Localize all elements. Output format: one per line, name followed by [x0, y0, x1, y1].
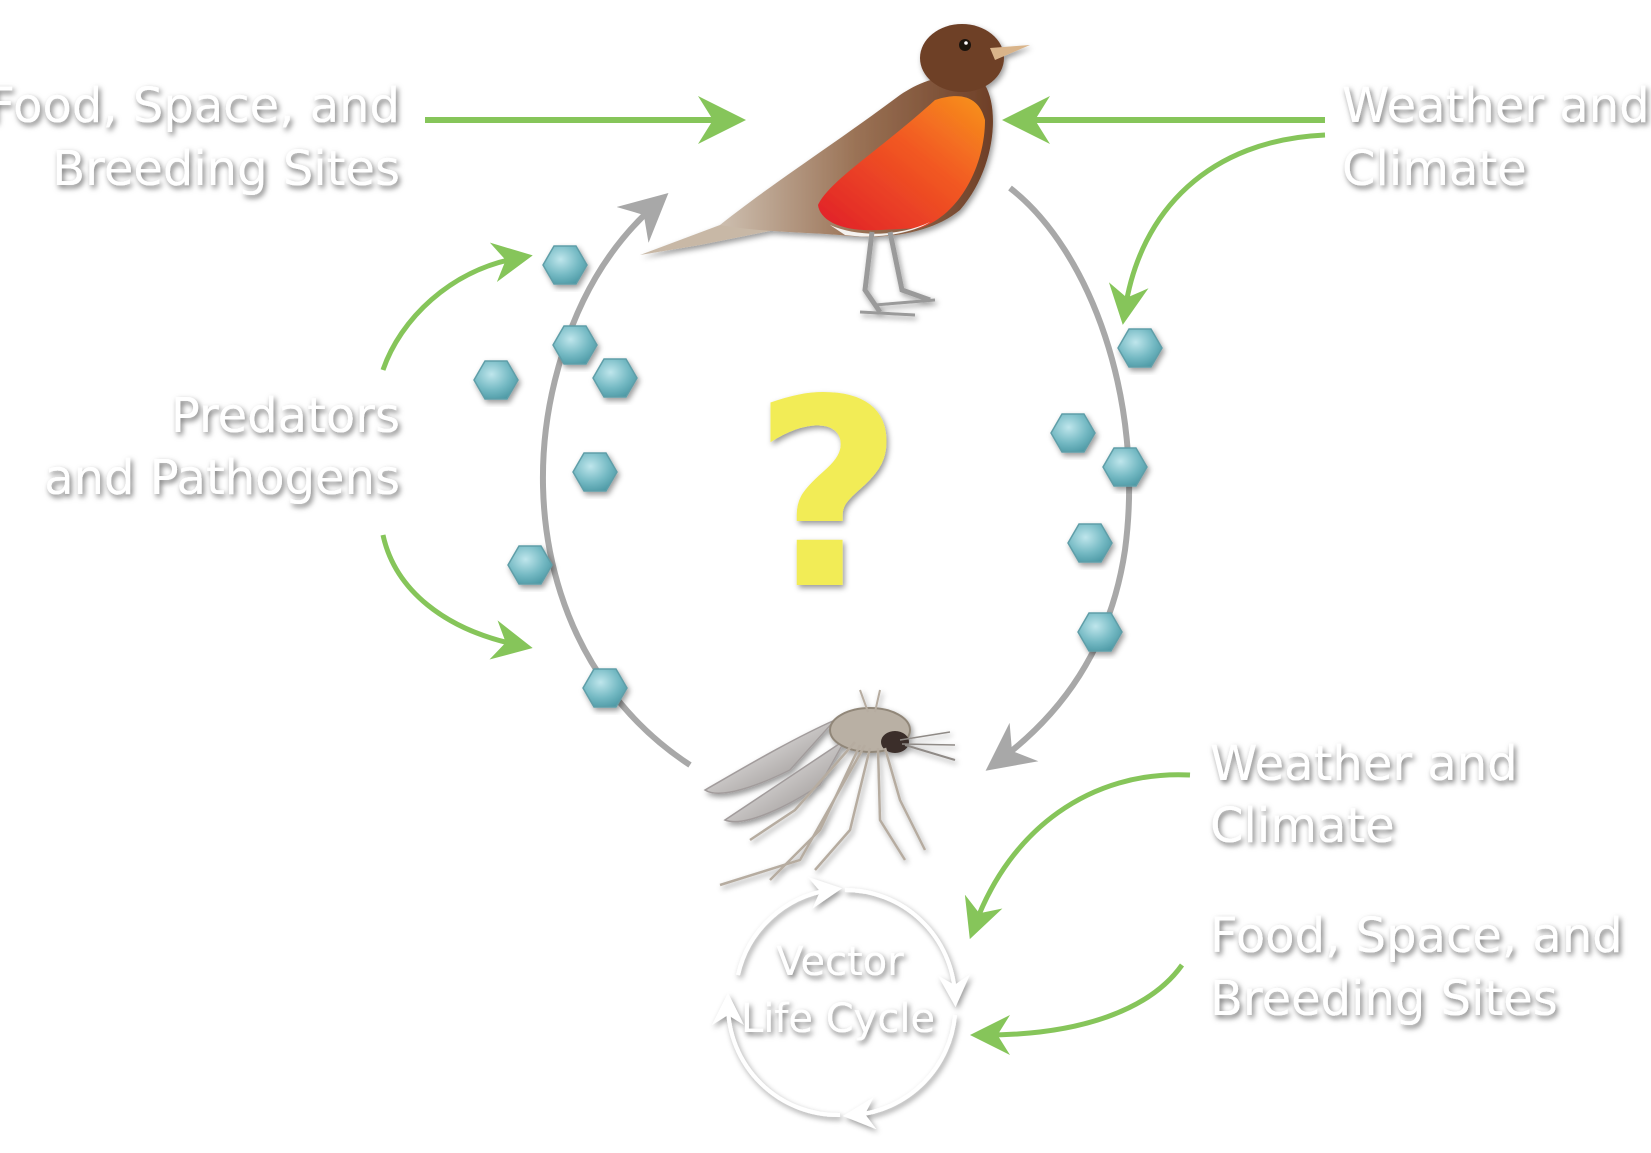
mosquito-icon — [703, 689, 956, 887]
arrow-food-to-vector — [970, 963, 1185, 1055]
pathogen-hexagon-icon — [1067, 523, 1113, 563]
pathogen-hexagon-icon — [542, 245, 588, 285]
label-food-space-bottom-right-2: Breeding Sites — [1210, 971, 1558, 1027]
arrow-weather-to-transmission — [1108, 132, 1326, 325]
cycle-label-line1: Vector — [776, 939, 904, 985]
pathogen-hexagon-icon — [1117, 328, 1163, 368]
pathogen-hexagon-icon — [592, 358, 638, 398]
pathogen-hexagon-icon — [1077, 612, 1123, 652]
label-weather-top-right-1: Weather and — [1342, 78, 1650, 134]
arc-host-to-vector — [985, 185, 1133, 771]
label-predators-1: Predators — [171, 388, 400, 444]
pathogen-hexagon-icon — [1102, 447, 1148, 487]
arrow-predators-to-lower-arc — [380, 534, 533, 660]
arrow-predators-to-upper-arc — [380, 242, 533, 371]
pathogen-hexagon-icon — [572, 452, 618, 492]
cycle-label-line2: Life Cycle — [741, 996, 935, 1042]
pathogen-hexagon-icon — [1050, 413, 1096, 453]
pathogen-hexagon-icon — [473, 360, 519, 400]
pathogen-hexagon-icon — [507, 545, 553, 585]
label-predators-2: and Pathogens — [44, 450, 400, 506]
robin-bird-icon — [640, 24, 1030, 317]
label-food-space-bottom-right-1: Food, Space, and — [1210, 908, 1623, 964]
label-weather-bottom-right-2: Climate — [1210, 798, 1395, 854]
vector-life-cycle — [712, 876, 971, 1130]
label-food-space-top-left-1: Food, Space, and — [0, 78, 400, 134]
pathogen-group-right — [1050, 328, 1163, 652]
question-mark: ? — [753, 345, 904, 647]
arrow-weather-to-vector — [964, 772, 1191, 940]
label-weather-top-right-2: Climate — [1342, 141, 1527, 197]
label-weather-bottom-right-1: Weather and — [1210, 736, 1518, 792]
label-food-space-top-left-2: Breeding Sites — [52, 141, 400, 197]
